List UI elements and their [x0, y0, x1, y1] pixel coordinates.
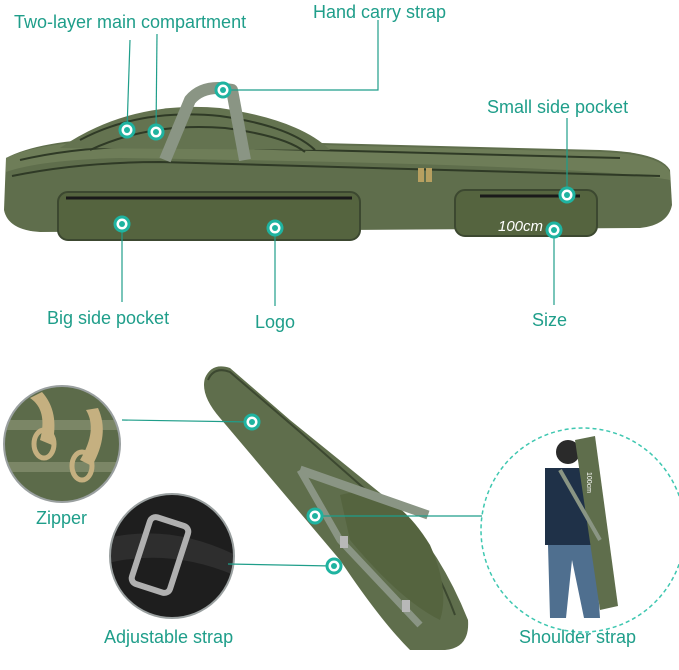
strap-closeup	[109, 493, 235, 619]
marker-dot	[243, 413, 261, 431]
rod-bag-diagonal	[204, 366, 469, 650]
marker-dot	[113, 215, 131, 233]
zipper-closeup	[3, 385, 121, 503]
marker-dot	[214, 81, 232, 99]
marker-dot	[306, 507, 324, 525]
shoulder-closeup	[480, 427, 679, 633]
label-big-pocket: Big side pocket	[47, 308, 170, 328]
label-size: Size	[532, 310, 568, 330]
label-zipper: Zipper	[36, 508, 88, 528]
size-print: 100cm	[498, 218, 543, 235]
marker-dot	[266, 219, 284, 237]
marker-dot	[147, 123, 165, 141]
marker-dot	[545, 221, 563, 239]
marker-dot	[118, 121, 136, 139]
label-hand-carry: Hand carry strap	[313, 2, 447, 22]
label-small-pocket: Small side pocket	[487, 97, 629, 117]
label-adjustable: Adjustable strap	[104, 627, 234, 647]
size-print-small: 100cm	[585, 472, 592, 493]
label-shoulder: Shoulder strap	[519, 627, 637, 647]
marker-dot	[558, 186, 576, 204]
label-logo: Logo	[255, 312, 296, 332]
marker-dot	[325, 557, 343, 575]
label-two-layer: Two-layer main compartment	[14, 12, 247, 32]
